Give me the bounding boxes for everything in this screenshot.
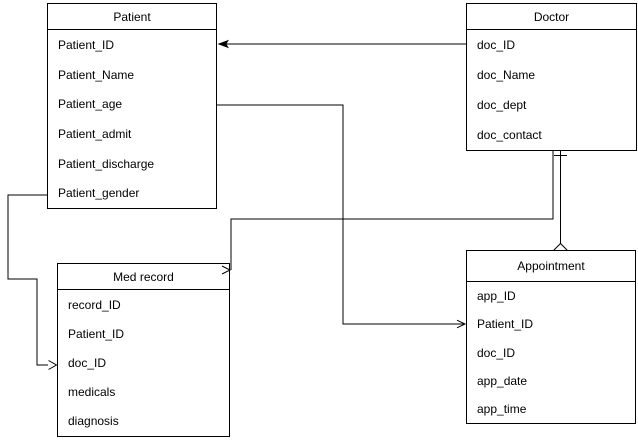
field-row: doc_ID — [477, 38, 516, 52]
field-row: Patient_Name — [58, 67, 135, 82]
field-row: record_ID — [68, 297, 121, 312]
field-row: Patient_ID — [58, 37, 115, 52]
open-arrowhead-right-icon — [48, 360, 58, 370]
entity-patient-fields: Patient_ID Patient_Name Patient_age Pati… — [48, 30, 216, 208]
entity-doctor-fields: doc_ID doc_Name doc_dept doc_contact — [467, 30, 636, 150]
entity-appointment-fields: app_ID Patient_ID doc_ID app_date app_ti… — [467, 282, 635, 423]
field-row: doc_Name — [477, 68, 536, 82]
entity-appointment-title: Appointment — [467, 251, 635, 282]
field-row: doc_ID — [477, 345, 516, 360]
field-row: doc_dept — [477, 98, 527, 112]
field-row: doc_ID — [68, 356, 107, 370]
open-arrowhead-right-icon — [456, 319, 467, 329]
entity-doctor-title: Doctor — [467, 4, 636, 30]
connector-patient-to-appointment[interactable] — [216, 104, 467, 329]
field-row: Patient_admit — [58, 126, 132, 141]
entity-med-record[interactable]: Med record record_ID Patient_ID doc_ID m… — [57, 263, 230, 437]
entity-med-record-title: Med record — [58, 264, 229, 290]
field-row: Patient_age — [58, 97, 123, 112]
field-row: medicals — [68, 385, 116, 400]
entity-patient-title: Patient — [48, 4, 216, 30]
field-row: Patient_discharge — [58, 156, 155, 171]
connector-doctor-to-appointment[interactable] — [553, 150, 568, 251]
field-row: Patient_gender — [58, 186, 140, 201]
entity-appointment[interactable]: Appointment app_ID Patient_ID doc_ID app… — [466, 250, 636, 424]
field-row: doc_contact — [477, 128, 542, 142]
field-row: app_ID — [477, 289, 516, 304]
connector-doctor-to-patient[interactable] — [217, 39, 467, 49]
filled-arrowhead-left-icon — [217, 39, 229, 49]
field-row: Patient_ID — [477, 317, 534, 332]
entity-med-record-fields: record_ID Patient_ID doc_ID medicals dia… — [58, 290, 229, 436]
connector-patient-to-med-record[interactable] — [7, 194, 58, 370]
field-row: app_date — [477, 373, 528, 388]
entity-doctor[interactable]: Doctor doc_ID doc_Name doc_dept doc_cont… — [466, 3, 637, 151]
field-row: diagnosis — [68, 414, 119, 429]
field-row: Patient_ID — [68, 326, 125, 341]
field-row: app_time — [477, 401, 527, 416]
entity-patient[interactable]: Patient Patient_ID Patient_Name Patient_… — [47, 3, 217, 209]
